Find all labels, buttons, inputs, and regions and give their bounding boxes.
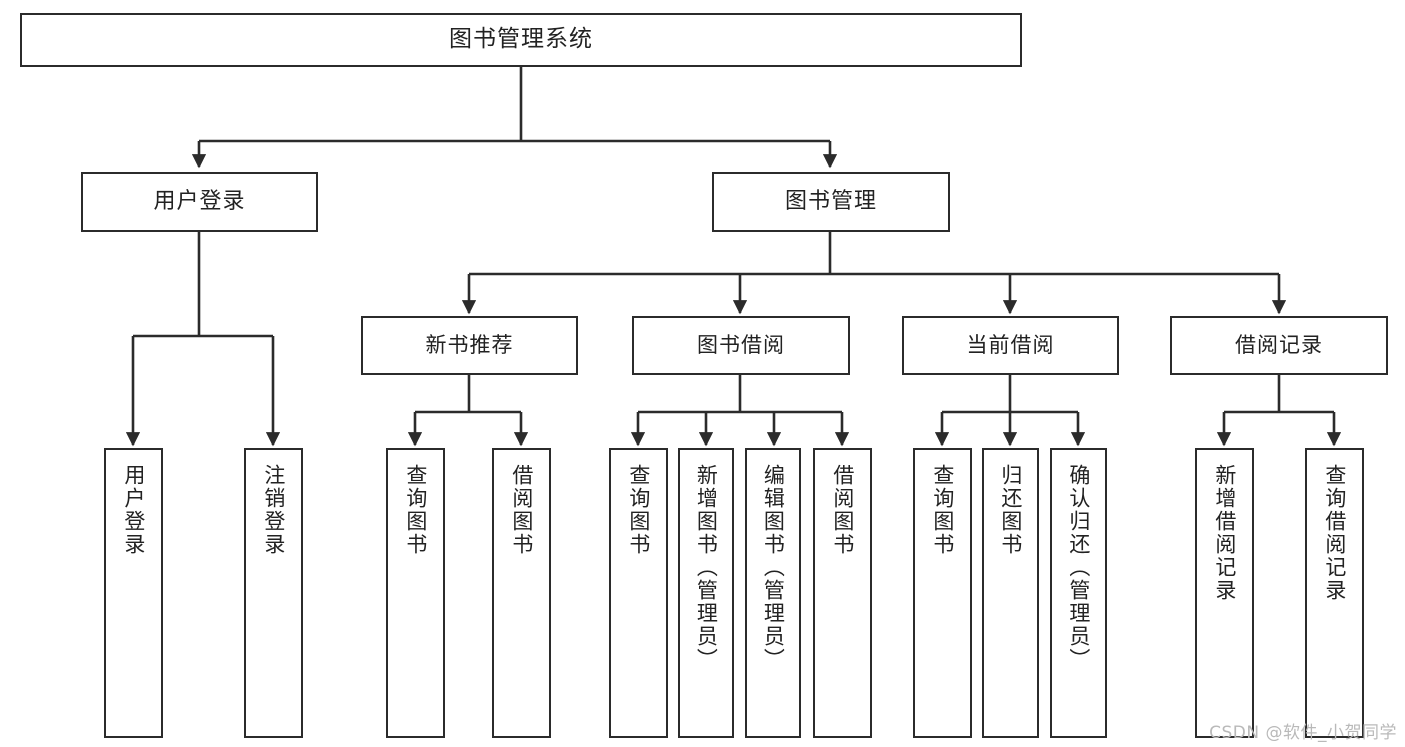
node-leaf-query-borrow-record-label: 查询借阅记录	[1322, 464, 1347, 602]
node-root-label: 图书管理系统	[449, 26, 593, 53]
node-leaf-confirm-return-admin[interactable]: 确认归还（管理员）	[1050, 448, 1107, 738]
node-book-borrow[interactable]: 图书借阅	[632, 316, 850, 375]
node-user-login[interactable]: 用户登录	[81, 172, 318, 232]
node-leaf-query-book-1-label: 查询图书	[403, 464, 428, 556]
node-leaf-add-book-admin[interactable]: 新增图书（管理员）	[678, 448, 734, 738]
node-leaf-query-borrow-record[interactable]: 查询借阅记录	[1305, 448, 1364, 738]
node-leaf-query-book-3[interactable]: 查询图书	[913, 448, 972, 738]
node-leaf-query-book-2-label: 查询图书	[626, 464, 651, 556]
node-leaf-add-book-admin-label: 新增图书（管理员）	[694, 464, 719, 671]
node-book-borrow-label: 图书借阅	[697, 333, 785, 358]
node-leaf-edit-book-admin-label: 编辑图书（管理员）	[761, 464, 786, 671]
node-new-book-recommend[interactable]: 新书推荐	[361, 316, 578, 375]
node-leaf-user-login[interactable]: 用户登录	[104, 448, 163, 738]
node-root-book-management-system[interactable]: 图书管理系统	[20, 13, 1022, 67]
node-new-book-recommend-label: 新书推荐	[425, 333, 514, 358]
watermark-text: CSDN @软件_小贺同学	[1209, 723, 1397, 743]
node-book-management-label: 图书管理	[784, 189, 877, 215]
node-book-management[interactable]: 图书管理	[712, 172, 950, 232]
node-user-login-label: 用户登录	[153, 189, 246, 215]
node-leaf-borrow-book-1-label: 借阅图书	[509, 464, 534, 556]
node-leaf-confirm-return-admin-label: 确认归还（管理员）	[1066, 464, 1091, 671]
node-borrow-record-label: 借阅记录	[1235, 333, 1323, 358]
node-leaf-add-borrow-record-label: 新增借阅记录	[1212, 464, 1237, 602]
node-current-borrow[interactable]: 当前借阅	[902, 316, 1119, 375]
node-leaf-borrow-book-2[interactable]: 借阅图书	[813, 448, 872, 738]
node-leaf-borrow-book-2-label: 借阅图书	[830, 464, 855, 556]
node-leaf-user-login-label: 用户登录	[121, 464, 146, 556]
node-borrow-record[interactable]: 借阅记录	[1170, 316, 1388, 375]
node-leaf-logout-login[interactable]: 注销登录	[244, 448, 303, 738]
node-leaf-edit-book-admin[interactable]: 编辑图书（管理员）	[745, 448, 801, 738]
node-leaf-logout-login-label: 注销登录	[261, 464, 286, 556]
node-leaf-borrow-book-1[interactable]: 借阅图书	[492, 448, 551, 738]
node-current-borrow-label: 当前借阅	[966, 333, 1055, 358]
node-leaf-query-book-2[interactable]: 查询图书	[609, 448, 668, 738]
node-leaf-add-borrow-record[interactable]: 新增借阅记录	[1195, 448, 1254, 738]
node-leaf-return-book-label: 归还图书	[998, 464, 1023, 556]
node-leaf-query-book-1[interactable]: 查询图书	[386, 448, 445, 738]
node-leaf-query-book-3-label: 查询图书	[930, 464, 955, 556]
node-leaf-return-book[interactable]: 归还图书	[982, 448, 1039, 738]
